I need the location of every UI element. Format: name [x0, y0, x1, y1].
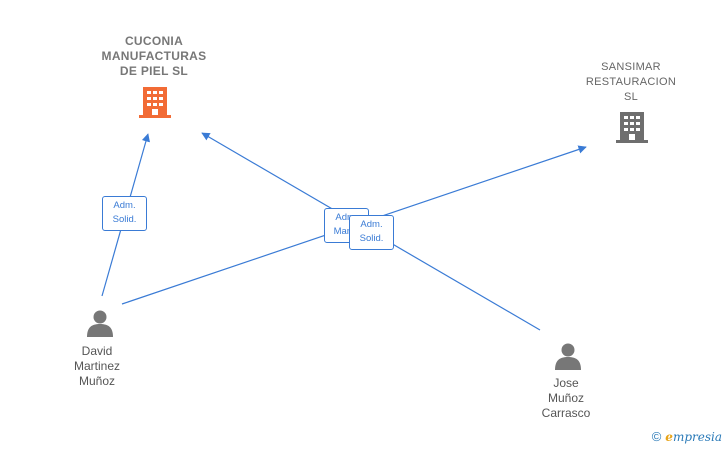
- company-name-sansimar[interactable]: SANSIMAR RESTAURACION SL: [585, 61, 677, 103]
- copyright-icon: ©: [651, 429, 662, 444]
- person-name-jose[interactable]: Jose Muñoz Carrasco: [541, 376, 591, 420]
- person-icon[interactable]: [86, 309, 114, 337]
- company-name-cuconia[interactable]: CUCONIA MANUFACTURAS DE PIEL SL: [101, 34, 207, 78]
- brand-logo: empresia: [665, 430, 722, 444]
- edge-label-david-cuconia: Adm. Solid.: [102, 196, 147, 231]
- brand-footer: ©empresia: [652, 429, 722, 444]
- person-name-david[interactable]: David Martinez Muñoz: [73, 344, 120, 388]
- building-icon[interactable]: [616, 110, 648, 144]
- person-icon[interactable]: [554, 342, 582, 370]
- edge-label-david-sansimar: Adm. Solid.: [349, 215, 394, 250]
- building-icon[interactable]: [139, 85, 171, 119]
